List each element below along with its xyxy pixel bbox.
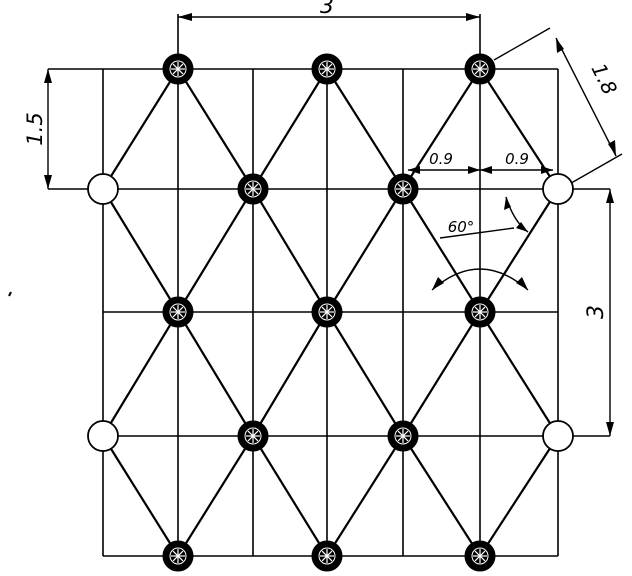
- arrowhead-icon: [541, 166, 553, 174]
- dimension-top: 3: [178, 0, 480, 21]
- arrowhead-icon: [408, 166, 420, 174]
- lattice-edge: [177, 435, 254, 557]
- lattice-edge: [326, 188, 404, 313]
- arrowhead-icon: [516, 222, 528, 232]
- open-node-icon: [542, 173, 574, 205]
- dimension-right: 3: [584, 189, 614, 436]
- open-node-icon: [87, 420, 119, 452]
- solid-node-icon: [464, 296, 496, 328]
- arrowhead-icon: [432, 277, 444, 290]
- lattice-edge: [102, 68, 179, 190]
- angle-arc-upper: [505, 196, 529, 233]
- lattice-edge: [177, 188, 254, 313]
- lattice-edge: [252, 435, 328, 557]
- solid-node-icon: [387, 420, 419, 452]
- dimension-label-half-left: 0.9: [429, 150, 453, 168]
- lattice-edge: [252, 311, 328, 437]
- dimension-line: [555, 37, 617, 157]
- lattice-edge: [326, 311, 404, 437]
- lattice-edge: [402, 435, 481, 557]
- solid-nodes: [162, 53, 496, 572]
- open-node-icon: [87, 173, 119, 205]
- solid-node-icon: [237, 420, 269, 452]
- dimension-label-left: 1.5: [23, 112, 47, 145]
- lattice-edge: [252, 188, 328, 313]
- solid-node-icon: [237, 173, 269, 205]
- lattice-edge: [102, 435, 179, 557]
- dimension-label-diagonal: 1.8: [587, 59, 623, 98]
- arrowhead-icon: [606, 422, 614, 436]
- solid-node-icon: [387, 173, 419, 205]
- extension-line: [565, 153, 623, 187]
- extension-line: [493, 27, 551, 61]
- open-node-icon: [542, 420, 574, 452]
- solid-node-icon: [162, 296, 194, 328]
- lattice-edge: [479, 311, 559, 437]
- lattice-edge: [102, 311, 179, 437]
- arrowhead-icon: [466, 13, 480, 21]
- dimension-label-top: 3: [320, 0, 334, 19]
- angle-annotation: 60°: [431, 196, 529, 291]
- lattice-edge: [402, 188, 481, 313]
- dimension-label-right: 3: [584, 305, 609, 319]
- background-grid: [48, 14, 610, 557]
- arrowhead-icon: [504, 197, 511, 210]
- arrowhead-icon: [516, 277, 528, 290]
- arrowhead-icon: [44, 69, 52, 83]
- solid-node-icon: [311, 53, 343, 85]
- lattice-edge: [326, 68, 404, 190]
- lattice-edge: [252, 68, 328, 190]
- lattice-edge: [479, 435, 559, 557]
- arrowhead-icon: [556, 38, 564, 53]
- dimension-label-half-right: 0.9: [505, 150, 529, 168]
- arrowhead-icon: [480, 166, 492, 174]
- dimension-half-spans: 0.9 0.9: [408, 150, 553, 174]
- dimension-left: 1.5: [23, 69, 52, 189]
- arrowhead-icon: [608, 140, 616, 156]
- solid-node-icon: [162, 540, 194, 572]
- solid-node-icon: [311, 540, 343, 572]
- angle-label: 60°: [448, 218, 475, 236]
- solid-node-icon: [311, 296, 343, 328]
- lattice-edge: [177, 68, 254, 190]
- open-nodes: [87, 173, 574, 452]
- arrowhead-icon: [178, 13, 192, 21]
- solid-node-icon: [464, 53, 496, 85]
- solid-node-icon: [162, 53, 194, 85]
- arrowhead-icon: [44, 175, 52, 189]
- lattice-edge: [326, 435, 404, 557]
- solid-node-icon: [464, 540, 496, 572]
- lattice-edge: [479, 188, 559, 313]
- stray-mark: [8, 291, 12, 297]
- lattice-edge: [102, 188, 179, 313]
- lattice-edge: [402, 311, 481, 437]
- arrowhead-icon: [606, 189, 614, 203]
- angle-leader-line: [439, 227, 515, 239]
- triangle-lattice: [102, 68, 559, 557]
- lattice-edge: [177, 311, 254, 437]
- arrowhead-icon: [468, 166, 480, 174]
